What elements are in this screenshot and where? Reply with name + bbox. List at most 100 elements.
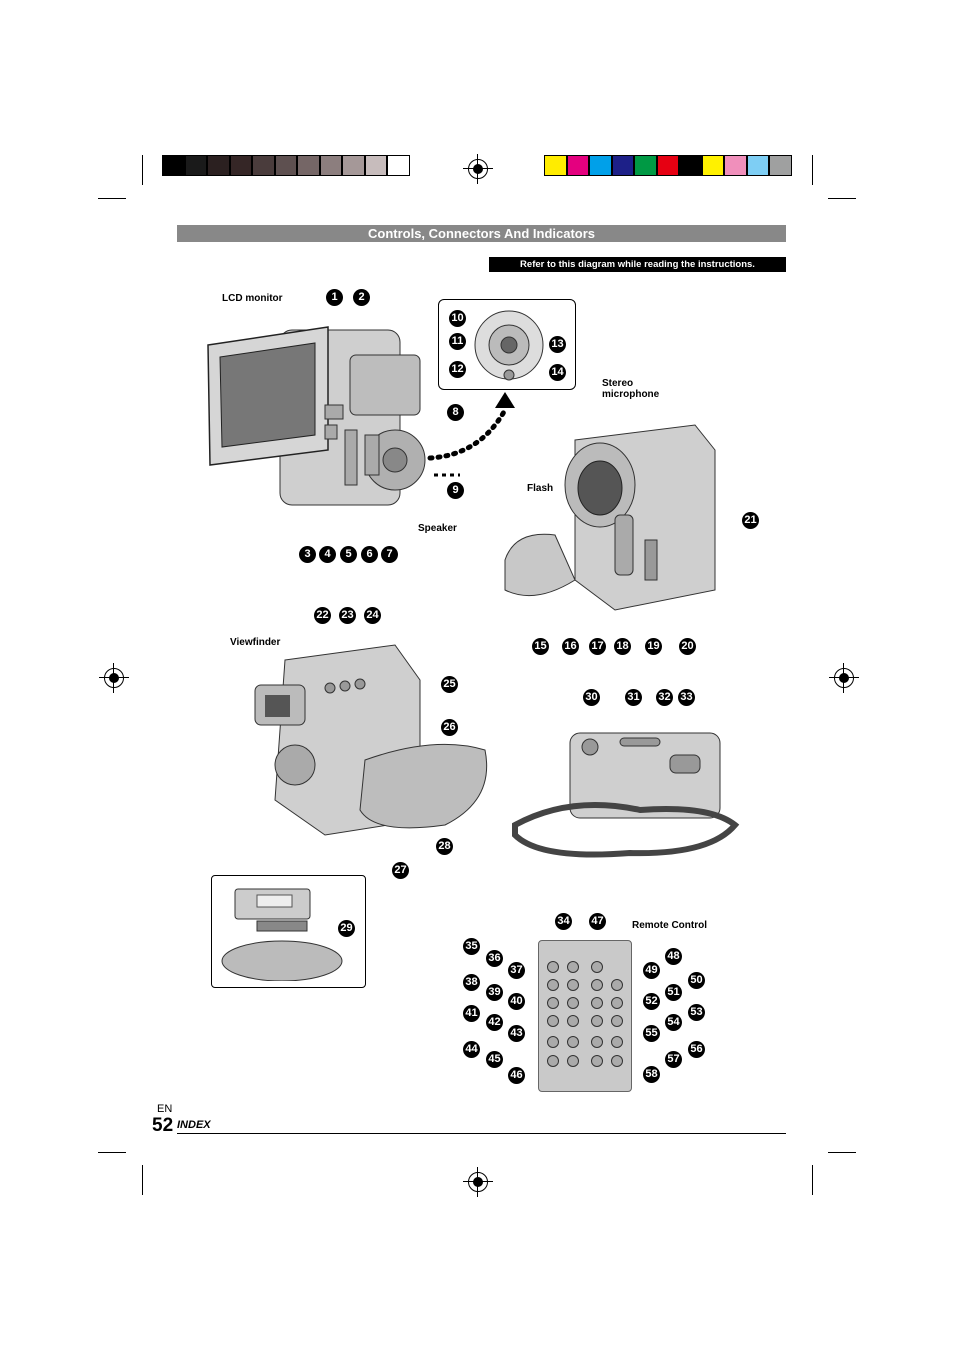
callout-16: 16 bbox=[562, 638, 579, 655]
speaker-label: Speaker bbox=[418, 523, 457, 534]
callout-36: 36 bbox=[486, 950, 503, 967]
callout-29: 29 bbox=[338, 920, 355, 937]
page-number: 52 bbox=[152, 1115, 174, 1136]
callout-46: 46 bbox=[508, 1067, 525, 1084]
color-swatch bbox=[252, 155, 275, 176]
callout-6: 6 bbox=[361, 546, 378, 563]
color-swatch bbox=[364, 155, 387, 176]
callout-44: 44 bbox=[463, 1041, 480, 1058]
footer-rule bbox=[177, 1133, 786, 1134]
color-swatch bbox=[387, 155, 410, 176]
callout-31: 31 bbox=[625, 689, 642, 706]
callout-2: 2 bbox=[353, 289, 370, 306]
registration-mark-icon bbox=[463, 1167, 493, 1197]
camcorder-front-drawing bbox=[504, 424, 716, 611]
callout-47: 47 bbox=[589, 913, 606, 930]
color-swatch bbox=[724, 155, 747, 176]
callout-48: 48 bbox=[665, 948, 682, 965]
color-swatch bbox=[162, 155, 185, 176]
flash-label: Flash bbox=[527, 483, 554, 494]
language-code: EN bbox=[157, 1103, 173, 1115]
lcd-monitor-label: LCD monitor bbox=[222, 293, 283, 304]
callout-12: 12 bbox=[449, 361, 466, 378]
callout-40: 40 bbox=[508, 993, 525, 1010]
callout-15: 15 bbox=[532, 638, 549, 655]
remote-control-body bbox=[538, 940, 632, 1092]
color-swatch bbox=[611, 155, 634, 176]
callout-3: 3 bbox=[299, 546, 316, 563]
callout-27: 27 bbox=[392, 862, 409, 879]
color-swatch bbox=[679, 155, 702, 176]
crop-mark bbox=[828, 198, 856, 199]
color-swatch bbox=[589, 155, 612, 176]
color-swatch bbox=[342, 155, 365, 176]
crop-mark bbox=[142, 1165, 143, 1195]
crop-mark bbox=[98, 198, 126, 199]
callout-20: 20 bbox=[679, 638, 696, 655]
callout-32: 32 bbox=[656, 689, 673, 706]
color-swatch bbox=[297, 155, 320, 176]
remote-control-label: Remote Control bbox=[632, 920, 707, 931]
callout-9: 9 bbox=[447, 482, 464, 499]
callout-38: 38 bbox=[463, 974, 480, 991]
index-link[interactable]: INDEX bbox=[177, 1119, 211, 1131]
instruction-note: Refer to this diagram while reading the … bbox=[489, 257, 786, 272]
callout-43: 43 bbox=[508, 1025, 525, 1042]
section-title: Controls, Connectors And Indicators bbox=[177, 225, 786, 242]
callout-17: 17 bbox=[589, 638, 606, 655]
callout-35: 35 bbox=[463, 938, 480, 955]
color-swatch bbox=[701, 155, 724, 176]
callout-37: 37 bbox=[508, 962, 525, 979]
color-swatch bbox=[274, 155, 297, 176]
dotted-arrow bbox=[427, 392, 515, 461]
callout-33: 33 bbox=[678, 689, 695, 706]
color-swatch bbox=[544, 155, 567, 176]
callout-26: 26 bbox=[441, 719, 458, 736]
callout-49: 49 bbox=[643, 962, 660, 979]
crop-mark bbox=[98, 1152, 126, 1153]
callout-11: 11 bbox=[449, 333, 466, 350]
color-swatch bbox=[746, 155, 769, 176]
camcorder-lcd-view-drawing bbox=[207, 326, 460, 506]
callout-23: 23 bbox=[339, 607, 356, 624]
callout-56: 56 bbox=[688, 1041, 705, 1058]
viewfinder-label: Viewfinder bbox=[230, 637, 281, 648]
callout-58: 58 bbox=[643, 1066, 660, 1083]
callout-14: 14 bbox=[549, 364, 566, 381]
camcorder-bottom-drawing bbox=[512, 732, 740, 858]
viewfinder-inset: 29 bbox=[211, 875, 366, 988]
callout-7: 7 bbox=[381, 546, 398, 563]
color-swatch bbox=[634, 155, 657, 176]
crop-mark bbox=[142, 155, 143, 185]
color-swatch bbox=[656, 155, 679, 176]
camcorder-rear-drawing bbox=[254, 644, 488, 836]
callout-10: 10 bbox=[449, 310, 466, 327]
color-swatch bbox=[566, 155, 589, 176]
callout-25: 25 bbox=[441, 676, 458, 693]
callout-28: 28 bbox=[436, 838, 453, 855]
dial-drawing bbox=[474, 310, 544, 381]
callout-21: 21 bbox=[742, 512, 759, 529]
callout-34: 34 bbox=[555, 913, 572, 930]
registration-mark-icon bbox=[463, 154, 493, 184]
callout-13: 13 bbox=[549, 336, 566, 353]
crop-mark bbox=[828, 1152, 856, 1153]
callout-54: 54 bbox=[665, 1014, 682, 1031]
callout-30: 30 bbox=[583, 689, 600, 706]
power-dial-inset: 10 11 12 13 14 bbox=[438, 299, 576, 390]
callout-18: 18 bbox=[614, 638, 631, 655]
callout-24: 24 bbox=[364, 607, 381, 624]
callout-4: 4 bbox=[319, 546, 336, 563]
callout-53: 53 bbox=[688, 1004, 705, 1021]
color-swatch bbox=[319, 155, 342, 176]
color-swatch bbox=[207, 155, 230, 176]
callout-39: 39 bbox=[486, 984, 503, 1001]
callout-50: 50 bbox=[688, 972, 705, 989]
callout-1: 1 bbox=[326, 289, 343, 306]
callout-57: 57 bbox=[665, 1051, 682, 1068]
registration-mark-icon bbox=[99, 663, 129, 693]
callout-42: 42 bbox=[486, 1014, 503, 1031]
crop-mark bbox=[812, 155, 813, 185]
color-swatch bbox=[769, 155, 792, 176]
crop-mark bbox=[812, 1165, 813, 1195]
